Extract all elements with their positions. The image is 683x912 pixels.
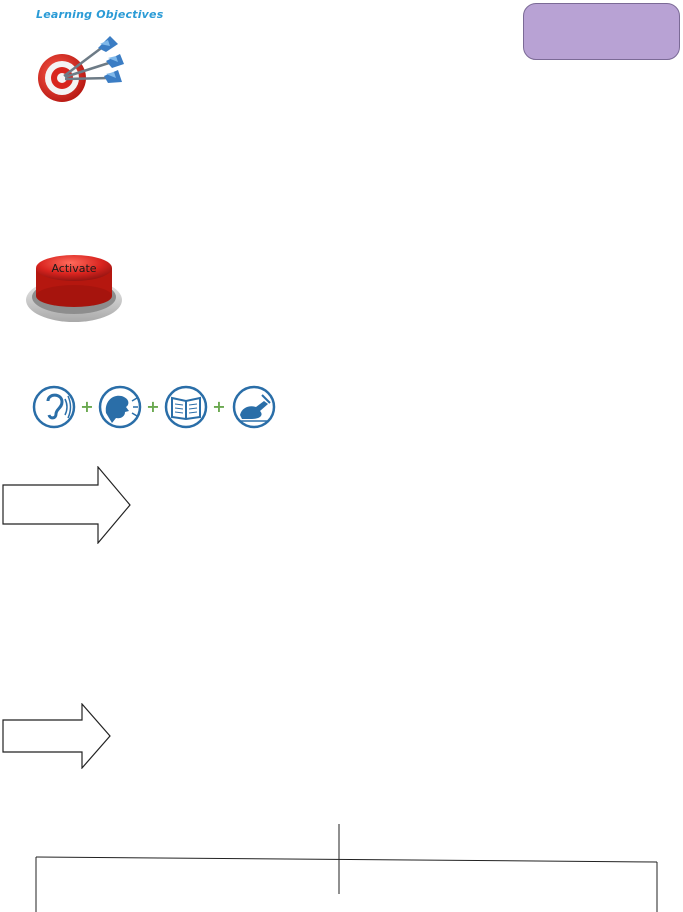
activate-button-icon: Activate	[26, 255, 122, 322]
hand-writing-icon	[232, 385, 276, 429]
plus-sign-2: +	[146, 397, 159, 416]
skills-icons-row: + + +	[32, 385, 276, 429]
plus-sign-3: +	[212, 397, 225, 416]
table-outline	[35, 824, 658, 912]
activate-label: Activate	[51, 262, 96, 275]
open-book-reading-icon	[164, 385, 208, 429]
speaking-head-icon	[98, 385, 142, 429]
right-arrow-shape-1	[2, 466, 131, 544]
plus-sign-1: +	[80, 397, 93, 416]
dartboard-target-icon	[38, 36, 124, 102]
ear-listening-icon	[32, 385, 76, 429]
purple-note-box	[523, 3, 680, 60]
right-arrow-shape-2	[2, 703, 111, 769]
learning-objectives-title: Learning Objectives	[36, 8, 164, 21]
